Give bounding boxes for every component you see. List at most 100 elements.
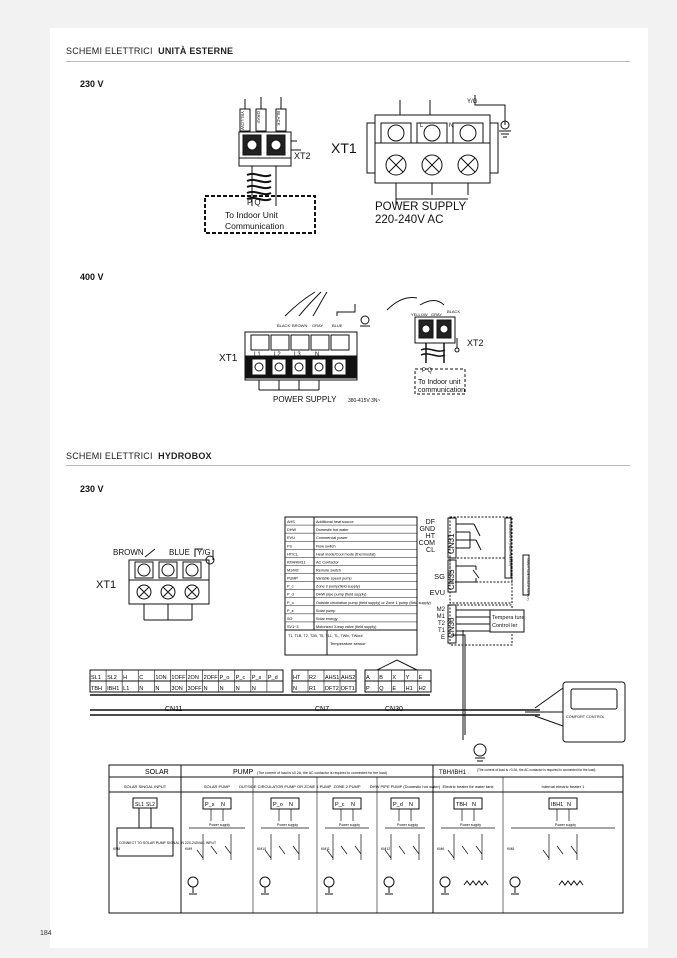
power-supply-label: POWER SUPPLY bbox=[273, 395, 337, 404]
section-prefix: SCHEMI ELETTRICI bbox=[66, 46, 153, 56]
column-title: Internal electric heater 1 bbox=[542, 784, 586, 789]
voltage-heading-230-hydrobox: 230 V bbox=[80, 484, 104, 494]
legend-code: P_o bbox=[287, 601, 294, 605]
header-tbh: TBH/IBH1 bbox=[439, 770, 467, 776]
section-heading-outdoor: SCHEMI ELETTRICI UNITÀ ESTERNE bbox=[66, 46, 233, 56]
header-solar: SOLAR bbox=[145, 769, 169, 776]
section-title: HYDROBOX bbox=[158, 451, 212, 461]
yg-label: Y/G bbox=[197, 548, 211, 557]
cn-terminal-bottom: Q bbox=[379, 686, 384, 692]
cn-terminal-top: H bbox=[123, 675, 127, 681]
legend-code: DHW bbox=[287, 528, 296, 532]
cn-terminal-top: 1OFF bbox=[171, 675, 186, 681]
wire-label-gray: GRAY bbox=[256, 111, 261, 123]
xt2-label: XT2 bbox=[294, 151, 311, 161]
cn35-evu: EVU bbox=[430, 588, 445, 597]
comm-line1: To Indoor unit bbox=[418, 379, 460, 386]
cn-terminal-top: P_o bbox=[220, 675, 230, 681]
cn36-m1: M1 bbox=[437, 614, 446, 620]
small-wire-black: BLACK bbox=[447, 309, 460, 314]
cn-terminal-bottom: N bbox=[293, 686, 297, 692]
power-supply-label: POWER SUPPLY bbox=[375, 201, 466, 213]
cn-terminal-bottom: P bbox=[366, 686, 370, 692]
solar-terminal: SL1 bbox=[135, 802, 144, 808]
power-supply-label: Power supply bbox=[555, 823, 576, 827]
term-l1: L1 bbox=[254, 352, 261, 358]
divider bbox=[66, 61, 630, 62]
cn-terminal-top: HT bbox=[293, 675, 301, 681]
contactor-label: KM8 bbox=[507, 847, 514, 851]
xt1-label: XT1 bbox=[331, 140, 357, 156]
small-wire-yellow: YELLOW bbox=[411, 312, 428, 317]
wire-label-gray: GRAY bbox=[312, 323, 323, 328]
xt2-label: XT2 bbox=[467, 338, 484, 348]
legend-description: Variable speed pump bbox=[316, 577, 352, 581]
cn-terminal-bottom: R1 bbox=[309, 686, 316, 692]
thermostat-label: THERMOSTAT (FIELD SUPPLY) bbox=[508, 522, 512, 566]
legend-description: Solar energy bbox=[316, 617, 338, 621]
pump-terminal: P_d bbox=[393, 802, 403, 808]
contactor-label: KM9 bbox=[185, 847, 192, 851]
xt1-label: XT1 bbox=[96, 579, 116, 591]
cn-terminal-bottom: 3ON bbox=[171, 686, 182, 692]
column-title: DHW PIPE PUMP (Domestic hot water) bbox=[370, 784, 441, 789]
cn-terminal-top: AHS1 bbox=[325, 675, 339, 681]
legend-code: KM4/KM11 bbox=[287, 560, 306, 564]
section-title: UNITÀ ESTERNE bbox=[158, 46, 234, 56]
legend-description: Additional heat source bbox=[316, 520, 354, 524]
cn-terminal-top: C bbox=[139, 675, 143, 681]
legend-code: SG bbox=[287, 617, 293, 621]
section-heading-hydrobox: SCHEMI ELETTRICI HYDROBOX bbox=[66, 451, 212, 461]
power-supply-label: Power supply bbox=[460, 823, 481, 827]
cn-terminal-bottom: TBH bbox=[91, 686, 102, 692]
pump-terminal: P_c bbox=[335, 802, 345, 808]
cn36-m2: M2 bbox=[437, 607, 446, 613]
cn-terminal-top: 2ON bbox=[188, 675, 199, 681]
legend-code: AHS bbox=[287, 520, 295, 524]
legend-description: Remote switch bbox=[316, 569, 341, 573]
pump-note: (The current of load is ≤0.2A, the AC co… bbox=[257, 771, 387, 775]
divider bbox=[66, 465, 630, 466]
cn35-label: CN35 bbox=[447, 569, 456, 590]
wire-label-yellow: YELLOW bbox=[240, 111, 245, 131]
cn-terminal-bottom: N bbox=[204, 686, 208, 692]
cn11-label: CN11 bbox=[165, 706, 182, 713]
solar-input-box: CONNECT TO SOLAR PUMP SIGNAL IN 220-240V… bbox=[119, 841, 217, 845]
power-supply-voltage: 380-415V 3N~ bbox=[348, 398, 380, 404]
contactor-label: KM8 bbox=[113, 847, 120, 851]
terminal-n: N bbox=[449, 123, 453, 129]
section-prefix: SCHEMI ELETTRICI bbox=[66, 451, 153, 461]
cn-terminal-top: 1ON bbox=[155, 675, 166, 681]
cn-terminal-bottom: 3OFF bbox=[188, 686, 203, 692]
cn-terminal-bottom: IBH1 bbox=[107, 686, 119, 692]
pump-terminal: N bbox=[289, 802, 293, 808]
cn-terminal-top: Y bbox=[406, 675, 410, 681]
cn-terminal-top: AHS2 bbox=[341, 675, 355, 681]
legend-code: HT/CL bbox=[287, 552, 298, 556]
power-supply-voltage: 220-240V AC bbox=[375, 214, 443, 226]
legend-code: EVU bbox=[287, 536, 295, 540]
cn-terminal-bottom: N bbox=[155, 686, 159, 692]
cn-terminal-bottom: N bbox=[252, 686, 256, 692]
terminal-l: L bbox=[420, 123, 424, 129]
cn-terminal-top: E bbox=[419, 675, 423, 681]
cn-terminal-bottom: N bbox=[220, 686, 224, 692]
contactor-label: KM6 bbox=[437, 847, 444, 851]
page-number: 184 bbox=[40, 930, 52, 937]
legend-code: FS bbox=[287, 544, 292, 548]
pump-terminal: P_s bbox=[205, 802, 215, 808]
cn-terminal-top: X bbox=[392, 675, 396, 681]
blue-label: BLUE bbox=[169, 548, 190, 557]
legend-sensor-label: Temperature sensor bbox=[330, 641, 366, 646]
cn-terminal-top: P_d bbox=[268, 675, 278, 681]
cn-terminal-top: B bbox=[379, 675, 383, 681]
wire-label-black: BLACK bbox=[276, 111, 281, 126]
comm-line2: communication bbox=[418, 387, 465, 394]
legend-description: Motorized 3-way valve (field supply) bbox=[316, 625, 377, 629]
legend-code: P_c bbox=[287, 585, 294, 589]
comm-line2: Communication bbox=[225, 221, 284, 231]
wire-label-blue: BLUE bbox=[332, 323, 343, 328]
pump-terminal: TBH bbox=[456, 802, 467, 808]
